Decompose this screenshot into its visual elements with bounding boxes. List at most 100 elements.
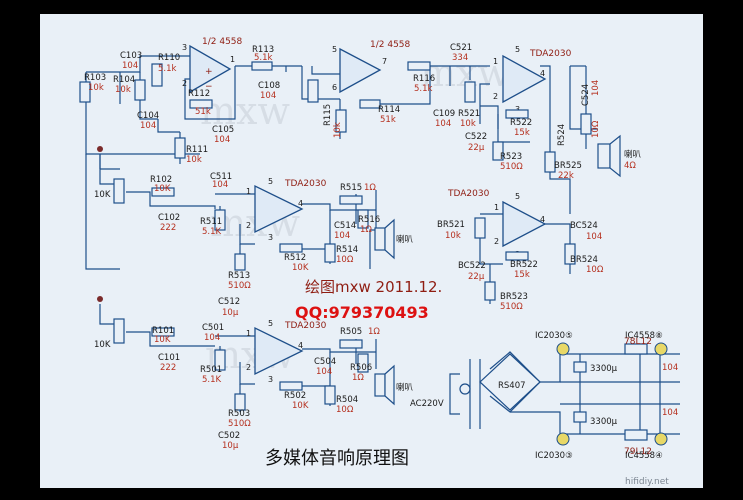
- chip-label-tda-top: TDA2030: [529, 49, 572, 59]
- part-value: 22μ: [468, 272, 485, 282]
- signature: 绘图mxw 2011.12.: [305, 278, 442, 296]
- speaker-value: 4Ω: [624, 161, 636, 171]
- part-ref: BR521: [437, 220, 465, 230]
- part-ref: C101: [158, 353, 180, 363]
- opamp-u2: [339, 47, 382, 94]
- pin-label: 1: [230, 55, 235, 64]
- schematic-sheet: mxw mxw mxw mxw 1/2 4558 3 2 1 +: [40, 14, 703, 488]
- part-value: 10Ω: [591, 120, 601, 138]
- cap-3300-top: [573, 361, 587, 373]
- bridge-rectifier: [479, 353, 541, 411]
- power-net-label: IC4558⑧: [625, 331, 663, 341]
- part-ref: R515: [340, 183, 362, 193]
- pin-label: 4: [540, 215, 545, 224]
- part-value: 510Ω: [228, 419, 251, 429]
- pin-label: 1: [493, 57, 498, 66]
- speaker-bottom: [374, 373, 386, 397]
- part-value: 104: [586, 232, 602, 242]
- part-ref: R524: [557, 124, 567, 146]
- part-value: 104: [204, 333, 220, 343]
- resistor-R524: [580, 113, 592, 135]
- power-terminal: [556, 342, 570, 356]
- pin-label: 2: [494, 237, 499, 246]
- part-ref: C514: [334, 221, 356, 231]
- power-terminal: [556, 432, 570, 446]
- ac-input-label: AC220V: [410, 399, 444, 409]
- part-ref: R101: [152, 326, 174, 336]
- part-ref: C511: [210, 172, 232, 182]
- power-terminal: [654, 342, 668, 356]
- part-value: 22μ: [468, 143, 485, 153]
- speaker-label: 喇叭: [396, 234, 414, 245]
- part-value: 10k: [460, 119, 476, 129]
- speaker-mid-cone: [384, 218, 395, 260]
- part-ref: C102: [158, 213, 180, 223]
- part-value: 104: [260, 91, 276, 101]
- part-ref: R111: [186, 145, 208, 155]
- part-value: 334: [452, 53, 468, 63]
- speaker-right-cone: [609, 134, 621, 178]
- pin-label: 2: [182, 79, 187, 88]
- resistor-R521: [464, 81, 476, 103]
- part-ref: C104: [137, 111, 159, 121]
- resistor-R522: [505, 109, 529, 119]
- part-value: 104: [591, 80, 601, 96]
- pin-label: 2: [246, 363, 251, 372]
- pin-label: 5: [515, 45, 520, 54]
- part-value: 10K: [154, 184, 171, 194]
- transformer-coil: [459, 383, 471, 395]
- part-ref: R512: [284, 253, 306, 263]
- part-value: 10K: [292, 263, 309, 273]
- opamp-plus: +: [205, 67, 213, 77]
- cap-value: 3300μ: [590, 417, 618, 427]
- part-value: 10k: [333, 122, 343, 138]
- part-ref: C501: [202, 323, 224, 333]
- part-ref: R511: [200, 217, 222, 227]
- regulator-label: 78L12: [624, 337, 652, 347]
- resistor-R110: [151, 63, 163, 87]
- power-net-label: IC2030③: [535, 451, 573, 461]
- pin-label: 3: [268, 233, 273, 242]
- resistor-R103: [79, 81, 91, 103]
- part-value: 22k: [558, 171, 574, 181]
- part-value: 104: [140, 121, 156, 131]
- resistor-R506: [357, 353, 369, 373]
- part-value: 104: [122, 61, 138, 71]
- resistor-BR523: [484, 281, 496, 301]
- opamp-u1: [189, 44, 232, 94]
- resistor-R112: [189, 99, 213, 109]
- regulator-79l12: [624, 429, 648, 441]
- regulator-label: 79L12: [624, 447, 652, 457]
- bridge-label: RS407: [498, 381, 526, 391]
- part-ref: R112: [188, 89, 210, 99]
- part-ref: R521: [458, 109, 480, 119]
- pin-label: 5: [515, 192, 520, 201]
- resistor-R523: [492, 141, 504, 161]
- resistor-R514: [324, 243, 336, 263]
- part-value: 5.1k: [414, 84, 433, 94]
- part-value: 222: [160, 223, 176, 233]
- pot-label: 10K: [94, 190, 111, 200]
- part-value: 1Ω: [352, 373, 364, 383]
- opamp-tda-top: [502, 54, 547, 104]
- part-ref: R116: [413, 74, 435, 84]
- pin-label: 2: [493, 92, 498, 101]
- chip-label-tda-bot: TDA2030: [284, 321, 327, 331]
- paper-background: [40, 14, 703, 488]
- part-ref: R513: [228, 271, 250, 281]
- power-net-label: IC4558④: [625, 451, 663, 461]
- resistor-R503: [234, 393, 246, 411]
- part-ref: R503: [228, 409, 250, 419]
- resistor-R113: [251, 61, 273, 71]
- speaker-bottom-cone: [384, 364, 395, 406]
- part-ref: R114: [378, 105, 400, 115]
- part-value: 1Ω: [368, 327, 380, 337]
- part-value: 10Ω: [586, 265, 604, 275]
- resistor-R104: [134, 79, 146, 101]
- part-value: 10K: [292, 401, 309, 411]
- cap-value: 3300μ: [590, 364, 618, 374]
- pot-bottom: [113, 318, 125, 344]
- speaker-right: [597, 143, 611, 169]
- pin-label: 5: [268, 319, 273, 328]
- part-value: 510Ω: [500, 162, 523, 172]
